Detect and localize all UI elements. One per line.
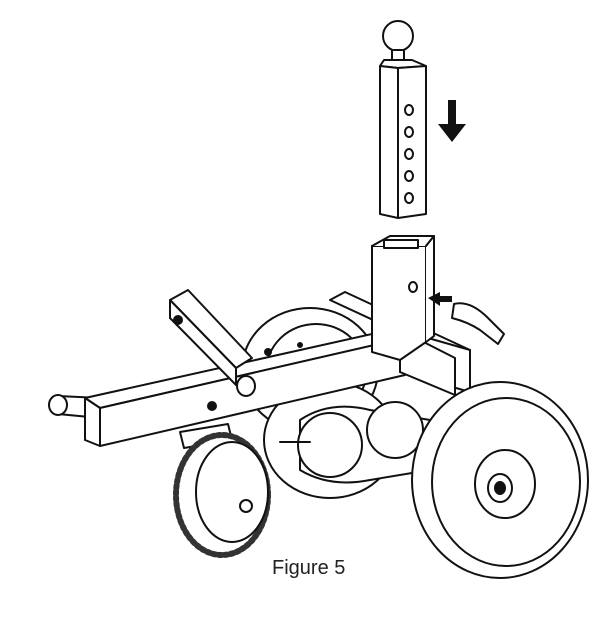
figure-caption: Figure 5 <box>272 557 346 579</box>
down-arrow-icon <box>438 100 466 142</box>
main-frame <box>85 330 405 446</box>
left-arrow-icon <box>428 292 452 306</box>
angled-arm <box>170 290 252 385</box>
receiver-tube <box>372 236 434 360</box>
handle-lever <box>452 303 504 344</box>
front-wheel <box>412 382 588 578</box>
hitch-post <box>380 21 426 218</box>
caster-wheel <box>176 424 268 555</box>
